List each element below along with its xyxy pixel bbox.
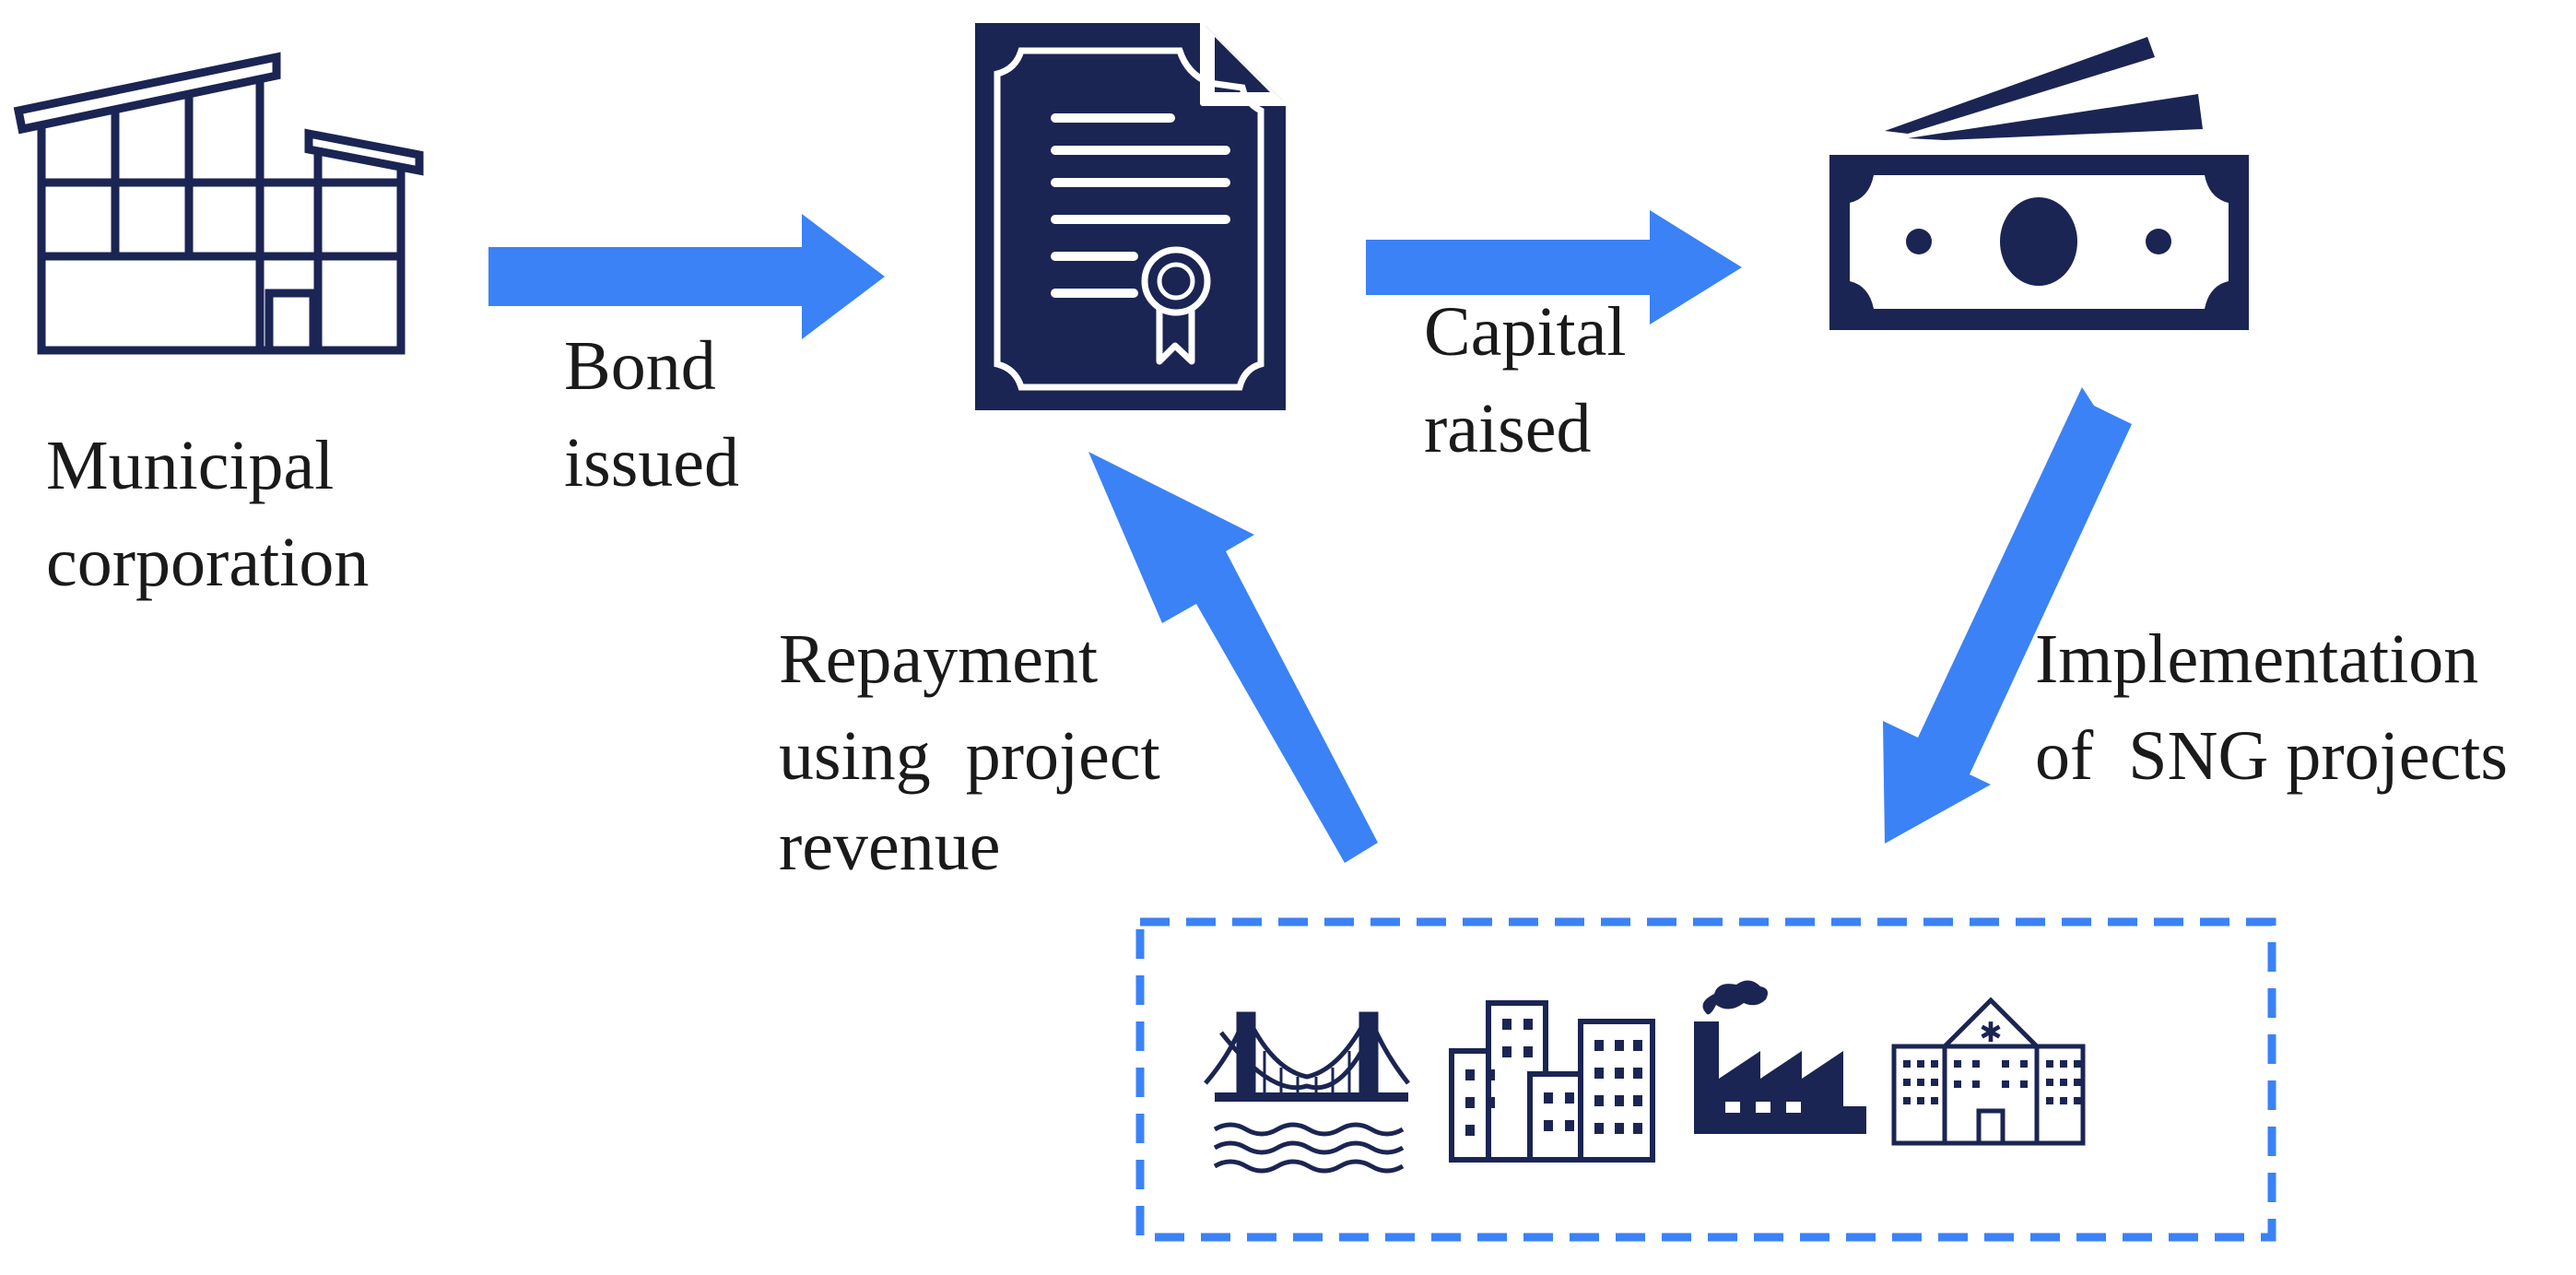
- label-repayment-line1: Repayment: [779, 620, 1098, 698]
- hospital-icon: ✱: [1891, 997, 2086, 1146]
- label-implementation-line1: Implementation: [2035, 620, 2478, 698]
- suspension-bridge-icon: [1204, 1011, 1410, 1174]
- arrow-capital-raised: [1366, 210, 1742, 325]
- arrow-repayment: [1088, 452, 1378, 863]
- label-repayment-line2: using project: [779, 717, 1160, 795]
- label-capital-raised-line1: Capital: [1424, 293, 1627, 371]
- label-capital-raised-line2: raised: [1424, 390, 1591, 467]
- label-municipal-line1: Municipal: [46, 427, 334, 504]
- label-bond-issued-line1: Bond: [564, 327, 716, 405]
- label-repayment-line3: revenue: [779, 808, 1001, 885]
- municipal-building-icon: [13, 52, 424, 355]
- label-bond-issued-line2: issued: [564, 424, 739, 502]
- bond-certificate-icon: [975, 23, 1286, 410]
- banknotes-icon: [1829, 37, 2249, 330]
- factory-icon: [1694, 980, 1866, 1134]
- projects-box: [1135, 917, 2276, 1242]
- arrow-implementation: [1883, 387, 2132, 844]
- arrow-bond-issued: [488, 214, 885, 339]
- svg-text:✱: ✱: [1979, 1017, 2002, 1049]
- label-implementation-line2: of SNG projects: [2035, 717, 2508, 795]
- label-municipal-line2: corporation: [46, 524, 369, 601]
- city-buildings-icon: [1449, 1000, 1655, 1163]
